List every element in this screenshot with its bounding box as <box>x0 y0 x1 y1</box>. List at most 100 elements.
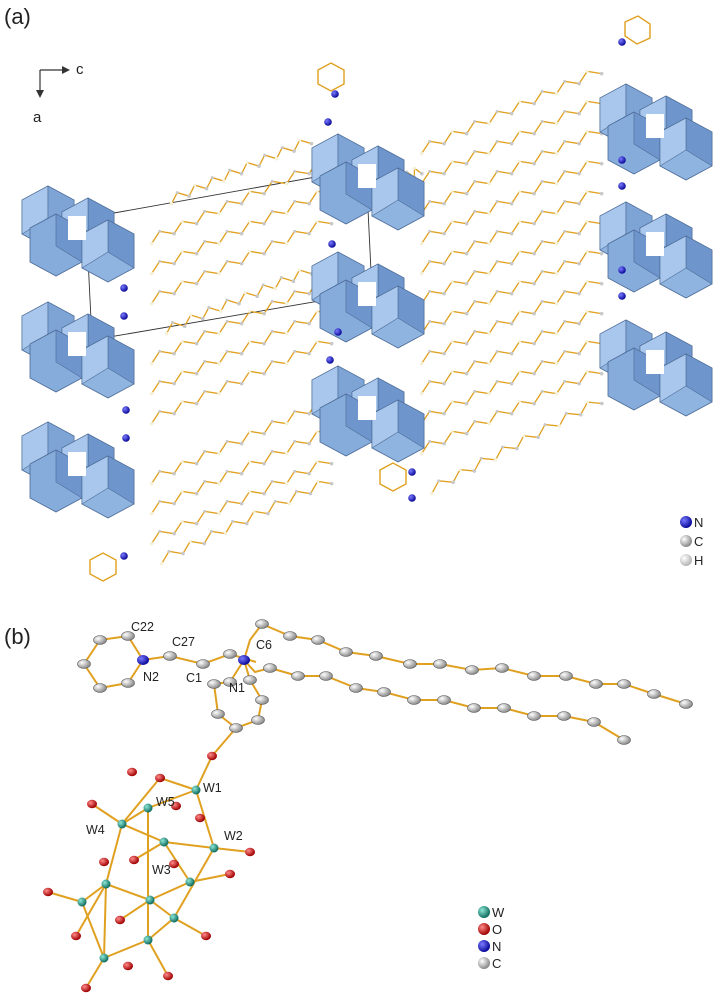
chain-atom <box>307 441 311 446</box>
chain-atom <box>428 409 432 413</box>
chain-atom <box>495 139 499 143</box>
chain-atom <box>450 249 454 253</box>
pyridinium-ring <box>379 462 407 492</box>
chain-atom <box>450 129 454 133</box>
chain-atom <box>284 481 289 486</box>
chain-atom <box>543 423 547 427</box>
chain-atom <box>428 259 432 263</box>
chain-atom <box>307 231 311 236</box>
chain-atom <box>442 261 446 266</box>
legend-label-h: H <box>694 553 703 568</box>
chain-atom <box>307 201 311 206</box>
chain-atom <box>293 349 297 353</box>
chain-atom <box>293 469 297 473</box>
bond <box>75 883 107 937</box>
chain-atom <box>563 319 567 323</box>
chain-atom <box>554 361 559 366</box>
chain-atom <box>464 281 469 286</box>
chain-atom <box>200 316 205 321</box>
chain-atom <box>270 419 274 423</box>
chain-atom <box>442 381 446 386</box>
chain-atom <box>273 499 277 503</box>
chain-atom <box>194 401 199 406</box>
chain-atom <box>273 286 278 291</box>
chain-atom <box>509 171 514 176</box>
chain-atom <box>450 219 454 223</box>
c-axis-label: c <box>76 61 84 78</box>
chain-atom <box>248 459 252 463</box>
oxygen-atom <box>115 915 125 925</box>
bond <box>85 957 105 989</box>
chain-atom <box>180 219 184 223</box>
chain-atom <box>298 138 302 142</box>
n1-to-anion-bond <box>211 727 237 757</box>
nitrogen-atom <box>408 494 416 502</box>
chain-atom <box>203 209 207 213</box>
atom-label-n1: N1 <box>229 681 245 695</box>
chain-atom <box>464 161 469 166</box>
legend-panel-b: W O N C <box>478 905 505 971</box>
chain-atom <box>473 419 477 423</box>
bond <box>103 883 107 959</box>
atom-label-w1: W1 <box>203 781 222 795</box>
chain-atom <box>203 329 207 333</box>
chain-atom <box>487 151 491 156</box>
carbon-atom <box>617 679 631 689</box>
chain-atom <box>217 331 221 336</box>
carbon-atom <box>587 717 601 727</box>
bond <box>81 901 105 959</box>
chain-atom <box>518 219 522 223</box>
chain-atom <box>248 429 252 433</box>
chain-atom <box>239 171 244 176</box>
chain-atom <box>293 229 297 233</box>
carbon-atom <box>255 695 269 705</box>
carbon-atom <box>559 671 573 681</box>
chain-atom <box>239 351 244 356</box>
chain-atom <box>308 491 313 496</box>
carbon-atom <box>223 677 237 687</box>
bond <box>147 939 169 977</box>
chain-atom <box>495 409 499 413</box>
chain-atom <box>270 329 274 333</box>
chain-atom <box>231 519 235 523</box>
chain-atom <box>577 231 581 236</box>
chain-atom <box>217 271 221 276</box>
bond <box>133 841 165 861</box>
chain-atom <box>442 141 446 146</box>
chain-atom <box>307 411 311 416</box>
bond <box>149 899 175 919</box>
chain-atom <box>428 379 432 383</box>
axis-indicator: c a <box>33 61 84 126</box>
chain-atom <box>509 141 514 146</box>
chain-atom <box>419 241 424 246</box>
chain-atom <box>252 509 256 513</box>
chain-atom <box>509 261 514 266</box>
chain-atom <box>149 481 154 486</box>
chain-atom <box>563 199 567 203</box>
chain-atom <box>181 551 185 556</box>
chain-atom <box>293 409 297 413</box>
chain-atom <box>188 539 192 543</box>
chain-atom <box>239 201 244 206</box>
a-axis-arrowhead-icon <box>36 90 44 98</box>
chain-atom <box>172 351 176 356</box>
chain-atom <box>248 339 252 343</box>
chain-atom <box>193 183 197 187</box>
carbon-atom <box>527 711 541 721</box>
chain-atom <box>203 269 207 273</box>
tungsten-atom-w5 <box>143 803 153 813</box>
chain-atom <box>554 301 559 306</box>
chain-atom <box>473 239 477 243</box>
chain-atom <box>450 429 454 433</box>
chain-atom <box>284 451 289 456</box>
chain-atom <box>501 445 505 449</box>
chain-atom <box>428 349 432 353</box>
chain-atom <box>245 161 249 165</box>
chain-atom <box>450 399 454 403</box>
chain-atom <box>585 99 589 103</box>
c-axis-arrowhead-icon <box>62 66 70 74</box>
chain-atom <box>495 229 499 233</box>
chain-atom <box>180 489 184 493</box>
chain-atom <box>509 321 514 326</box>
chain-atom <box>204 186 209 191</box>
